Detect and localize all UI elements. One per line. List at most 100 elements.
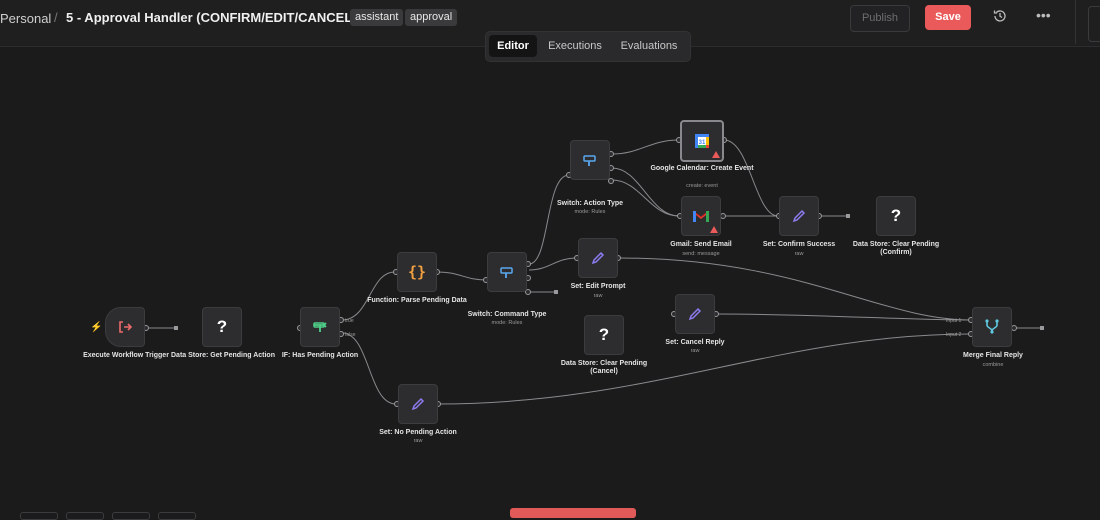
gmail-icon xyxy=(692,210,710,222)
node-gmail-send[interactable] xyxy=(681,196,721,236)
connection[interactable] xyxy=(528,257,578,271)
port[interactable] xyxy=(720,213,726,219)
node-set-edit-prompt[interactable] xyxy=(578,238,618,278)
connection[interactable] xyxy=(341,271,397,321)
node-subtitle: mode: Rules xyxy=(491,320,523,326)
top-bar: Personal / 5 - Approval Handler (CONFIRM… xyxy=(0,0,1100,47)
node-subtitle: create: event xyxy=(686,183,718,189)
more-options-icon[interactable]: ••• xyxy=(1036,7,1051,23)
if-branch-icon xyxy=(313,322,327,332)
node-title: Merge Final Reply xyxy=(963,352,1023,359)
switch-icon xyxy=(500,267,513,278)
canvas-controls xyxy=(0,508,1100,520)
zoom-control[interactable] xyxy=(112,512,150,520)
add-node-handle[interactable] xyxy=(846,214,850,218)
node-data-store-clear-confirm[interactable]: ? xyxy=(876,196,916,236)
view-tabs: Editor Executions Evaluations xyxy=(485,31,691,62)
node-if-has-pending[interactable] xyxy=(300,307,340,347)
node-data-store-clear-cancel[interactable]: ? xyxy=(584,315,624,355)
port[interactable] xyxy=(608,178,614,184)
node-title: Set: Confirm Success xyxy=(762,241,836,248)
connection[interactable] xyxy=(611,139,680,155)
node-title: Set: Cancel Reply xyxy=(665,339,725,346)
if-false-label: false xyxy=(345,332,356,338)
node-subtitle: raw xyxy=(593,293,603,299)
zoom-control[interactable] xyxy=(20,512,58,520)
node-title: Set: Edit Prompt xyxy=(570,283,626,290)
question-icon: ? xyxy=(598,325,610,344)
add-node-handle[interactable] xyxy=(554,290,558,294)
history-icon[interactable] xyxy=(992,8,1008,24)
node-subtitle: raw xyxy=(690,348,700,354)
pencil-icon xyxy=(688,307,702,321)
node-title: Data Store: Clear Pending (Confirm) xyxy=(852,241,940,256)
tab-editor[interactable]: Editor xyxy=(489,35,537,57)
workflow-title[interactable]: 5 - Approval Handler (CONFIRM/EDIT/CANCE… xyxy=(66,10,357,25)
node-title: Function: Parse Pending Data xyxy=(367,297,467,304)
breadcrumb-separator: / xyxy=(54,10,58,25)
connection[interactable] xyxy=(341,332,397,405)
divider xyxy=(1075,0,1076,44)
question-icon: ? xyxy=(890,206,902,225)
zoom-control[interactable] xyxy=(66,512,104,520)
node-subtitle: send: message xyxy=(682,251,720,257)
node-set-cancel-reply[interactable] xyxy=(675,294,715,334)
execute-workflow-button[interactable] xyxy=(510,508,636,518)
merge-input1-label: Input 1 xyxy=(946,318,962,324)
switch-icon xyxy=(583,155,596,166)
braces-icon: {} xyxy=(407,263,427,281)
add-node-handle[interactable] xyxy=(174,326,178,330)
connection[interactable] xyxy=(437,271,487,281)
publish-button[interactable]: Publish xyxy=(850,5,910,32)
node-data-store-get-pending[interactable]: ? xyxy=(202,307,242,347)
node-set-confirm-success[interactable] xyxy=(779,196,819,236)
side-panel-toggle[interactable] xyxy=(1088,6,1100,42)
node-subtitle: raw xyxy=(794,251,804,257)
tab-evaluations[interactable]: Evaluations xyxy=(620,40,678,52)
sign-in-icon xyxy=(119,321,133,333)
node-title: Switch: Action Type xyxy=(556,200,624,207)
node-title: Data Store: Clear Pending (Cancel) xyxy=(560,360,648,375)
node-title: Switch: Command Type xyxy=(467,311,547,318)
connection[interactable] xyxy=(618,257,972,321)
save-button[interactable]: Save xyxy=(925,5,971,30)
pencil-icon xyxy=(411,397,425,411)
node-execute-workflow-trigger[interactable] xyxy=(105,307,145,347)
tag-approval[interactable]: approval xyxy=(405,9,458,26)
add-node-handle[interactable] xyxy=(1040,326,1044,330)
node-title: Gmail: Send Email xyxy=(670,241,732,248)
connection[interactable] xyxy=(715,313,972,321)
question-icon: ? xyxy=(216,317,228,336)
node-function-parse[interactable]: {} xyxy=(397,252,437,292)
node-title: Execute Workflow Trigger xyxy=(83,352,169,359)
connection[interactable] xyxy=(611,179,680,217)
breadcrumb-workspace[interactable]: Personal xyxy=(0,11,52,26)
tag-assistant[interactable]: assistant xyxy=(350,9,404,26)
zoom-control[interactable] xyxy=(158,512,196,520)
connection[interactable] xyxy=(437,333,972,405)
connection[interactable] xyxy=(723,139,779,217)
merge-icon xyxy=(985,319,999,334)
node-set-no-pending[interactable] xyxy=(398,384,438,424)
connection[interactable] xyxy=(528,174,570,265)
node-title: IF: Has Pending Action xyxy=(281,352,359,359)
svg-text:31: 31 xyxy=(699,140,706,146)
tab-executions[interactable]: Executions xyxy=(548,40,602,52)
node-title: Data Store: Get Pending Action xyxy=(171,352,275,359)
node-subtitle: mode: Rules xyxy=(574,209,606,215)
trigger-bolt-icon: ⚡ xyxy=(90,322,103,333)
pencil-icon xyxy=(591,251,605,265)
pencil-icon xyxy=(792,209,806,223)
node-subtitle: combine xyxy=(982,362,1004,368)
node-switch-command[interactable] xyxy=(487,252,527,292)
google-calendar-icon: 31 xyxy=(695,134,709,148)
merge-input2-label: Input 2 xyxy=(946,332,962,338)
port[interactable] xyxy=(1011,325,1017,331)
node-subtitle: raw xyxy=(413,438,423,444)
node-google-calendar[interactable]: 31 xyxy=(680,120,724,162)
node-switch-action[interactable] xyxy=(570,140,610,180)
port[interactable] xyxy=(525,289,531,295)
node-merge-final-reply[interactable] xyxy=(972,307,1012,347)
warning-icon xyxy=(710,226,718,233)
